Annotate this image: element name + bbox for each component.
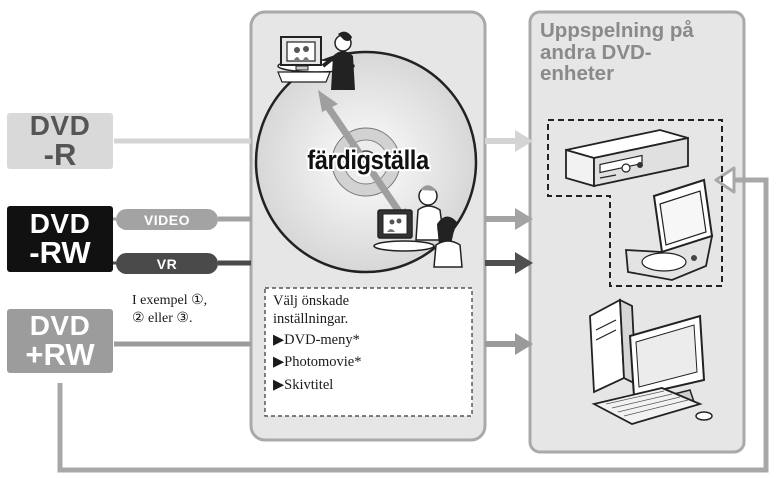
destination-title: Uppspelning på andra DVD- enheter (540, 20, 740, 85)
settings-item-disc-title: ▶Skivtitel (273, 376, 334, 393)
vr-mode-label: VR (116, 253, 218, 274)
destination-title-line3: enheter (540, 62, 615, 86)
settings-heading-line1: Välj önskade (273, 293, 350, 309)
settings-item-dvd-menu: ▶DVD-meny* (273, 332, 360, 349)
arrow-vr (485, 252, 533, 274)
destination-title-line2: andra DVD- (540, 40, 652, 64)
return-loop-line (57, 177, 769, 473)
finalize-label: färdigställa (307, 145, 429, 175)
dvd-r-line1: DVD (29, 109, 91, 141)
destination-title-line1: Uppspelning på (540, 19, 694, 42)
dvd-rw-disc: DVD -RW (7, 206, 113, 272)
example-note-line2: ② eller ③. (132, 310, 193, 326)
dvd-devices-group-outline (547, 119, 723, 287)
family-viewing-icon (373, 185, 463, 268)
dvd-r-disc: DVD -R (7, 109, 113, 172)
dvd-rw-line2: -RW (29, 234, 91, 270)
settings-heading-line2: inställningar. (273, 311, 349, 328)
arrow-dvd-plus-rw (485, 333, 533, 355)
settings-item-photomovie: ▶Photomovie* (273, 354, 362, 371)
dvd-rw-line1: DVD (29, 207, 91, 239)
dvd-plus-rw-line2: +RW (25, 336, 95, 372)
example-note: I exempel ①, ② eller ③. (132, 292, 207, 327)
dvd-r-line2: -R (43, 136, 77, 172)
arrow-dvd-r (485, 130, 533, 152)
settings-text: Välj önskade inställningar. ▶DVD-meny* ▶… (273, 292, 468, 394)
example-note-line1: I exempel ①, (132, 293, 208, 308)
dvd-player-icon (565, 129, 689, 188)
return-loop-arrowhead (714, 166, 736, 194)
desktop-computer-icon (589, 298, 713, 425)
portable-dvd-player-icon (625, 178, 714, 281)
video-mode-label: VIDEO (116, 209, 218, 230)
dvd-plus-rw-disc: DVD +RW (7, 309, 113, 373)
computer-user-icon (277, 31, 355, 90)
settings-box (264, 287, 473, 417)
arrow-video (485, 208, 533, 230)
dvd-plus-rw-line1: DVD (29, 309, 91, 341)
